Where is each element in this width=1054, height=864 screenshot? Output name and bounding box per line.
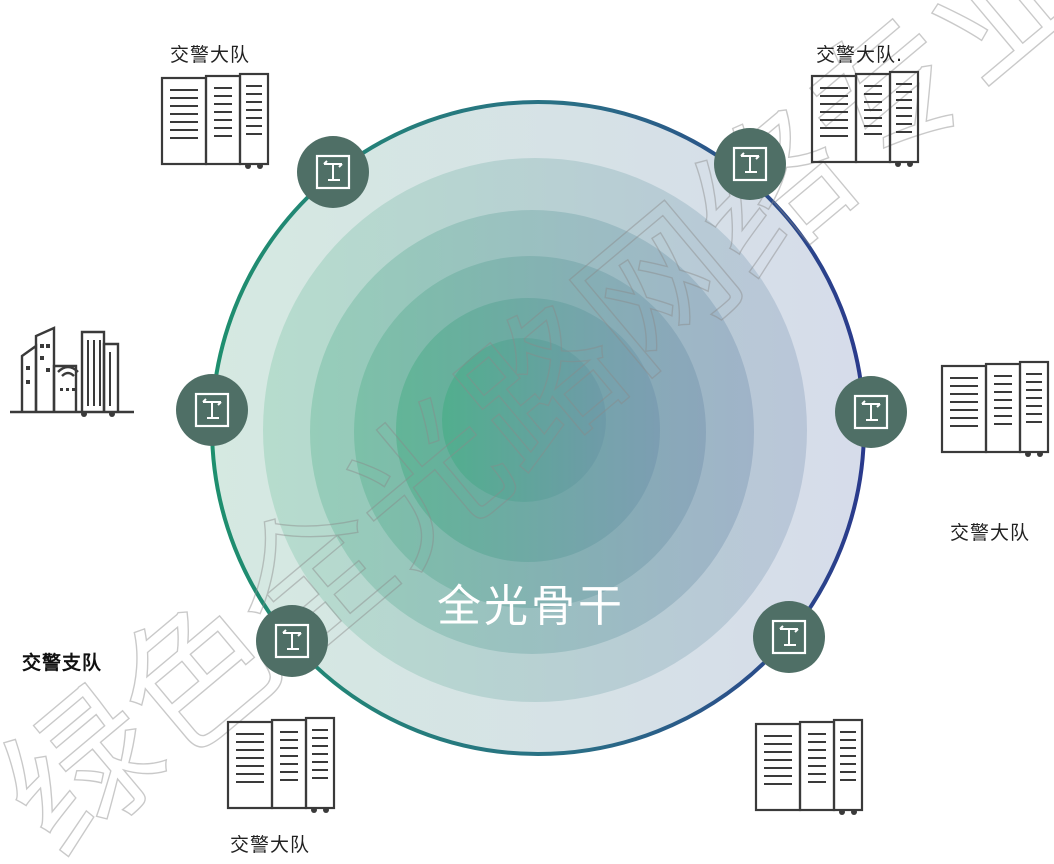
server-rack-icon xyxy=(940,360,1050,457)
site-label-hq: 交警支队 xyxy=(22,652,103,674)
center-title: 全光骨干 xyxy=(437,581,625,632)
optical-switch-icon[interactable] xyxy=(833,374,909,450)
server-rack-icon xyxy=(226,716,336,813)
optical-switch-icon[interactable] xyxy=(174,372,250,448)
site-label-right: 交警大队 xyxy=(950,522,1031,544)
site-label-bottom-left: 交警大队 xyxy=(230,834,311,856)
optical-switch-icon[interactable] xyxy=(295,134,371,210)
site-label-top-left: 交警大队 xyxy=(170,44,251,66)
optical-switch-icon[interactable] xyxy=(712,126,788,202)
optical-switch-icon[interactable] xyxy=(254,603,330,679)
city-building-icon xyxy=(10,326,134,417)
site-label-top-right: 交警大队. xyxy=(816,44,904,66)
server-rack-icon xyxy=(810,70,920,167)
ring-core xyxy=(442,338,606,502)
optical-switch-icon[interactable] xyxy=(751,599,827,675)
server-rack-icon xyxy=(754,718,864,815)
server-rack-icon xyxy=(160,72,270,169)
